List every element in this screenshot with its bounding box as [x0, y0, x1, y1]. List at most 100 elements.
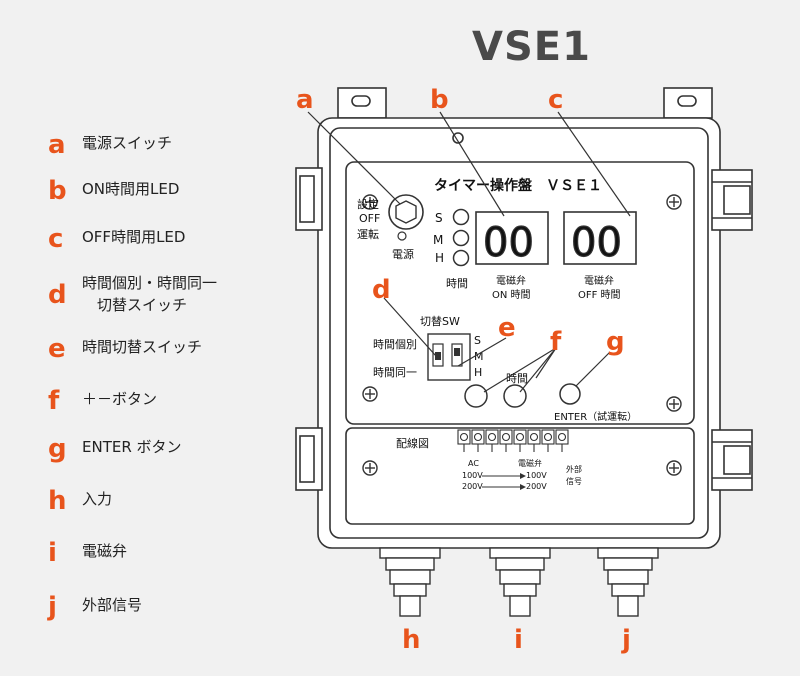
arrow-head-icon [520, 473, 526, 479]
callout-i: i [514, 625, 523, 655]
smh-s-label: S [435, 211, 443, 225]
power-switch[interactable] [388, 194, 424, 241]
ac-100v-label: 100V [462, 471, 483, 480]
off-display-label-1: 電磁弁 [584, 274, 614, 287]
switch-lever [454, 348, 460, 356]
minus-button[interactable] [464, 384, 488, 408]
on-display-label-1: 電磁弁 [496, 274, 526, 287]
legend-letter: f [48, 386, 60, 416]
arrow-head-icon [520, 484, 526, 490]
panel-heading: タイマー操作盤 ＶＳＥ１ [434, 177, 602, 194]
callout-lines [307, 111, 631, 393]
solenoid-200v-label: 200V [526, 482, 547, 491]
legend-item-c: c OFF時間用LED [48, 226, 185, 252]
legend-letter: h [48, 486, 67, 516]
hinge-left [295, 167, 323, 491]
legend-item-a: a 電源スイッチ [48, 132, 172, 158]
switch-h-label: H [474, 366, 482, 379]
legend-text: OFF時間用LED [82, 228, 186, 246]
legend-item-d: d 時間個別・時間同一 切替スイッチ [48, 272, 217, 316]
gland-input [379, 547, 441, 617]
switch-s-label: S [474, 334, 481, 347]
gland-solenoid [489, 547, 551, 617]
legend-text: ＋－ボタン [82, 390, 158, 408]
legend-item-j: j 外部信号 [48, 594, 142, 620]
run-label: 運転 [357, 228, 379, 241]
enter-button[interactable] [559, 383, 581, 405]
legend-text: 入力 [82, 490, 113, 508]
mount-tab-right [663, 87, 713, 119]
callout-g: g [606, 327, 625, 357]
legend-letter: i [48, 538, 57, 568]
legend-item-e: e 時間切替スイッチ [48, 336, 202, 362]
time-label: 時間 [446, 277, 468, 290]
legend-letter: g [48, 434, 67, 464]
terminal-screw-icon [557, 432, 567, 442]
switch-housing [427, 333, 471, 381]
terminal-screw-icon [473, 432, 483, 442]
switch-m-label: M [474, 350, 484, 363]
screw-icon [666, 460, 682, 476]
terminal-screw-icon [529, 432, 539, 442]
callout-f: f [550, 327, 562, 357]
smh-m-label: M [433, 233, 443, 247]
time-select-switch[interactable] [451, 343, 463, 367]
button-time-label: 時間 [506, 372, 528, 385]
callout-c: c [548, 85, 563, 115]
legend-text: 電磁弁 [82, 542, 128, 560]
terminal-screw-icon [543, 432, 553, 442]
screw-icon [362, 194, 378, 210]
legend-letter: j [48, 592, 57, 622]
setting-label: 設定 [357, 197, 379, 211]
legend-text: 外部信号 [82, 596, 143, 614]
legend-text: ENTER ボタン [82, 438, 182, 456]
legend-item-g: g ENTER ボタン [48, 436, 182, 462]
callout-a: a [296, 85, 314, 115]
page-title: VSE1 [472, 24, 591, 70]
wiring-label: 配線図 [396, 436, 429, 450]
legend-letter: a [48, 130, 66, 160]
individual-same-switch[interactable] [432, 343, 444, 367]
terminal-screw-icon [501, 432, 511, 442]
legend-item-h: h 入力 [48, 488, 112, 514]
legend-letter: b [48, 176, 67, 206]
terminal-screw-icon [459, 432, 469, 442]
enter-label: ENTER（試運転） [554, 410, 637, 423]
power-label: 電源 [392, 247, 414, 261]
ac-200v-label: 200V [462, 482, 483, 491]
external-label-1: 外部 [566, 464, 582, 474]
screw-icon [666, 194, 682, 210]
callout-j: j [621, 625, 631, 655]
gland-external [597, 547, 659, 617]
on-display-digits: 00 [483, 220, 534, 266]
switch-title: 切替SW [420, 314, 460, 328]
callout-h: h [402, 625, 421, 655]
legend-text: 時間切替スイッチ [82, 338, 203, 356]
callout-b: b [430, 85, 449, 115]
solenoid-label: 電磁弁 [518, 458, 542, 468]
legend: a 電源スイッチ b ON時間用LED c OFF時間用LED d 時間個別・時… [0, 0, 300, 676]
led-m [452, 229, 470, 247]
screw-icon [362, 386, 378, 402]
same-label: 時間同一 [373, 366, 417, 379]
terminal-screw-icon [515, 432, 525, 442]
terminal-screw-icon [487, 432, 497, 442]
switch-lever [435, 352, 441, 360]
mount-tab-left [337, 87, 387, 119]
legend-letter: e [48, 334, 66, 364]
screw-top-icon [452, 132, 464, 144]
led-h [452, 249, 470, 267]
control-panel [345, 161, 695, 425]
on-display-label-2: ON 時間 [492, 289, 531, 301]
legend-letter: c [48, 224, 64, 254]
screw-icon [362, 460, 378, 476]
off-display-label-2: OFF 時間 [578, 289, 621, 301]
legend-item-i: i 電磁弁 [48, 540, 127, 566]
solenoid-100v-label: 100V [526, 471, 547, 480]
legend-item-b: b ON時間用LED [48, 178, 179, 204]
smh-h-label: H [435, 251, 444, 265]
legend-item-f: f ＋－ボタン [48, 388, 157, 414]
individual-label: 時間個別 [373, 338, 417, 351]
ac-label: AC [468, 459, 479, 468]
